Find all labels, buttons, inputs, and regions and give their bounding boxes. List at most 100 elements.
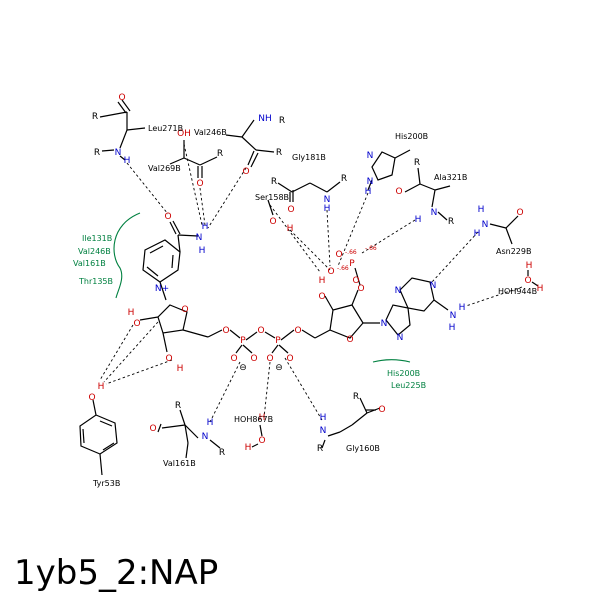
atom-o: O bbox=[346, 335, 353, 345]
atom-r: R bbox=[92, 112, 98, 122]
atom-r: R bbox=[276, 148, 282, 158]
label-asn229: Asn229B bbox=[496, 247, 531, 256]
charge-label: -.66 bbox=[365, 245, 377, 252]
hydrophobic-label: His200B bbox=[387, 369, 420, 378]
label-val269: Val269B bbox=[148, 164, 181, 173]
atom-o: O bbox=[165, 354, 172, 364]
ligand-nicotinamide bbox=[142, 220, 199, 301]
label-ala321: Ala321B bbox=[434, 173, 467, 182]
atom-oh: OH bbox=[177, 129, 191, 139]
label-gly160: Gly160B bbox=[346, 444, 380, 453]
residue-val161 bbox=[157, 409, 221, 459]
label-val161: Val161B bbox=[163, 459, 196, 468]
atom-o: O bbox=[287, 205, 294, 215]
atom-n: N bbox=[324, 195, 331, 205]
label-hoh867: HOH867B bbox=[234, 415, 273, 424]
atom-h: H bbox=[207, 418, 214, 428]
atom-h: H bbox=[98, 382, 105, 392]
atom-p: P bbox=[275, 336, 281, 346]
residue-val246 bbox=[225, 119, 275, 168]
atom-h: H bbox=[245, 443, 252, 453]
hydrophobic-labels-left: Ile131B Val246B Val161B Thr135B bbox=[73, 234, 113, 286]
atom-r: R bbox=[94, 148, 100, 158]
atom-n: N bbox=[395, 286, 402, 296]
atom-r: R bbox=[175, 401, 181, 411]
residue-ser158 bbox=[267, 199, 274, 216]
atom-o: O bbox=[327, 267, 334, 277]
hydrophobic-labels-bottom: His200B Leu225B bbox=[387, 369, 426, 390]
atom-h: H bbox=[319, 276, 326, 286]
atom-n: N bbox=[367, 177, 374, 187]
atom-o: O bbox=[357, 284, 364, 294]
atom-o: O bbox=[88, 393, 95, 403]
residue-gly160 bbox=[321, 397, 381, 449]
residue-tyr53 bbox=[79, 399, 118, 476]
atom-r: R bbox=[271, 177, 277, 187]
atom-o: O bbox=[164, 212, 171, 222]
hydrophobic-label: Leu225B bbox=[391, 381, 426, 390]
label-hoh944: HOH944B bbox=[498, 287, 537, 296]
atom-n: N bbox=[431, 208, 438, 218]
atom-o: O bbox=[524, 276, 531, 286]
label-ser158: Ser158B bbox=[255, 193, 289, 202]
atom-r: R bbox=[219, 448, 225, 458]
label-val246: Val246B bbox=[194, 128, 227, 137]
atom-o: O bbox=[378, 405, 385, 415]
atom-r: R bbox=[353, 392, 359, 402]
residue-asn229 bbox=[489, 215, 519, 245]
atom-o: O bbox=[269, 217, 276, 227]
atom-o: O bbox=[118, 93, 125, 103]
atom-o: O bbox=[222, 326, 229, 336]
hydrophobic-label: Thr135B bbox=[78, 277, 113, 286]
atom-h: H bbox=[449, 323, 456, 333]
atom-o: O bbox=[266, 354, 273, 364]
charge-minus-icon: ⊖ bbox=[239, 363, 247, 373]
atom-h: H bbox=[474, 229, 481, 239]
ligand-ribose-1 bbox=[139, 304, 223, 353]
atom-n: N bbox=[202, 432, 209, 442]
residue-val269 bbox=[169, 140, 218, 178]
atom-o: O bbox=[294, 326, 301, 336]
atom-nh: NH bbox=[258, 114, 272, 124]
atom-n: N bbox=[381, 319, 388, 329]
atom-n: N bbox=[397, 333, 404, 343]
atom-o: O bbox=[133, 319, 140, 329]
ligand-phosphates bbox=[229, 329, 331, 354]
atom-r: R bbox=[217, 149, 223, 159]
atom-p: P bbox=[349, 259, 355, 269]
diagram-title: 1yb5_2:NAP bbox=[14, 553, 218, 593]
atom-r: R bbox=[341, 174, 347, 184]
atom-h: H bbox=[124, 156, 131, 166]
atom-n: N bbox=[367, 151, 374, 161]
residue-his200 bbox=[367, 149, 411, 191]
ligand-ribose-2 bbox=[324, 267, 380, 339]
hydrophobic-arc-bottom bbox=[372, 359, 411, 363]
hydrophobic-label: Ile131B bbox=[82, 234, 112, 243]
label-his200: His200B bbox=[395, 132, 428, 141]
atom-h: H bbox=[537, 284, 544, 294]
atom-o: O bbox=[258, 436, 265, 446]
atom-o: O bbox=[181, 305, 188, 315]
atom-r: R bbox=[448, 217, 454, 227]
residue-leu271 bbox=[99, 99, 146, 161]
atom-labels: O R R N H OH R O NH R R O R R N H O N N … bbox=[88, 93, 543, 458]
atom-h: H bbox=[259, 413, 266, 423]
atom-o: O bbox=[352, 276, 359, 286]
atom-r: R bbox=[279, 116, 285, 126]
hydrogen-bonds bbox=[99, 143, 523, 423]
atom-o: O bbox=[318, 292, 325, 302]
atom-h: H bbox=[320, 413, 327, 423]
atom-h: H bbox=[324, 204, 331, 214]
atom-n: N bbox=[320, 426, 327, 436]
charge-label: -.66 bbox=[345, 249, 357, 256]
atom-n: N bbox=[196, 233, 203, 243]
atom-h: H bbox=[128, 308, 135, 318]
atom-o: O bbox=[196, 179, 203, 189]
hydrophobic-arc-left bbox=[113, 212, 141, 299]
atom-o: O bbox=[395, 187, 402, 197]
atom-n: N bbox=[430, 281, 437, 291]
atom-o: O bbox=[149, 424, 156, 434]
atom-r: R bbox=[317, 444, 323, 454]
residue-hoh944 bbox=[527, 270, 539, 287]
